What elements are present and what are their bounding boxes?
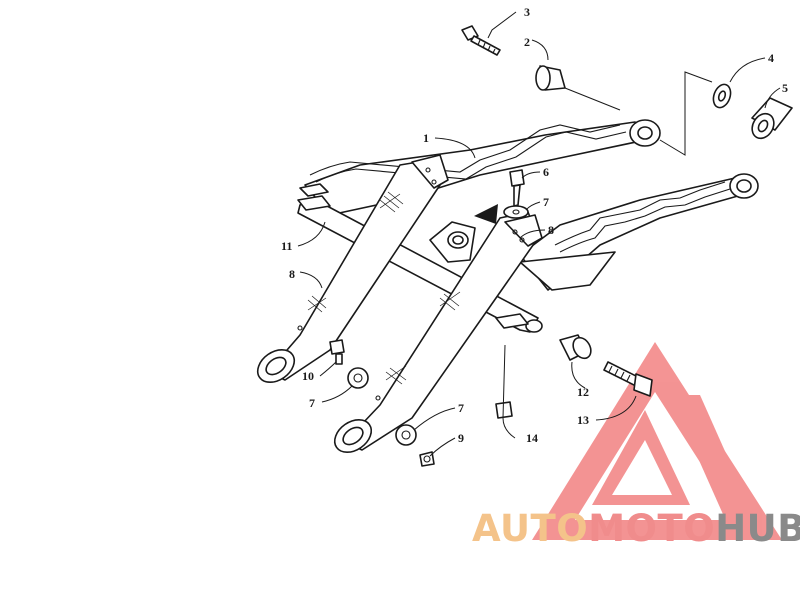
callout-7-bottom: 7 xyxy=(458,401,464,415)
callout-13: 13 xyxy=(577,413,589,427)
hatch-mark-1 xyxy=(379,191,404,213)
nut-14 xyxy=(495,401,513,419)
callout-3: 3 xyxy=(524,5,530,19)
bushing-2 xyxy=(535,65,566,91)
callout-14: 14 xyxy=(526,431,538,445)
hatch-mark-3 xyxy=(439,291,461,311)
hatch-mark-4 xyxy=(385,365,407,385)
bolt-13 xyxy=(603,361,653,397)
watermark-auto: AUTO xyxy=(472,507,589,550)
callout-4: 4 xyxy=(768,51,774,65)
sleeve-5 xyxy=(751,97,793,140)
callout-7-mid: 7 xyxy=(309,396,315,410)
watermark-moto: MOTO xyxy=(588,507,716,550)
washer-7-bottom xyxy=(395,424,417,446)
callout-6: 6 xyxy=(543,165,549,179)
bolt-10 xyxy=(329,339,345,365)
watermark-logo xyxy=(532,342,782,540)
hatch-mark-2 xyxy=(307,295,327,313)
callout-8-left: 8 xyxy=(289,267,295,281)
callout-7-top: 7 xyxy=(543,195,549,209)
watermark-text: AUTOMOTOHUB xyxy=(472,510,800,547)
callout-9: 9 xyxy=(458,431,464,445)
bolt-3 xyxy=(461,25,501,56)
callout-10: 10 xyxy=(302,369,314,383)
washer-7-top xyxy=(503,205,529,219)
callout-5: 5 xyxy=(782,81,788,95)
center-bracket xyxy=(429,221,476,263)
callout-11: 11 xyxy=(281,239,292,253)
direction-arrow xyxy=(474,204,498,224)
bolt-6 xyxy=(509,169,525,207)
callout-8-right: 8 xyxy=(548,223,554,237)
callout-12: 12 xyxy=(577,385,589,399)
washer-4 xyxy=(712,83,732,109)
left-front-arm xyxy=(256,154,449,384)
leader-lines xyxy=(297,11,781,457)
callout-1: 1 xyxy=(423,131,429,145)
washer-7-mid xyxy=(347,367,369,389)
right-skid-frame xyxy=(519,173,759,291)
watermark-hub: HUB xyxy=(715,507,800,550)
callout-2: 2 xyxy=(524,35,530,49)
bushing-12 xyxy=(559,334,592,361)
left-skid-frame xyxy=(304,119,661,216)
